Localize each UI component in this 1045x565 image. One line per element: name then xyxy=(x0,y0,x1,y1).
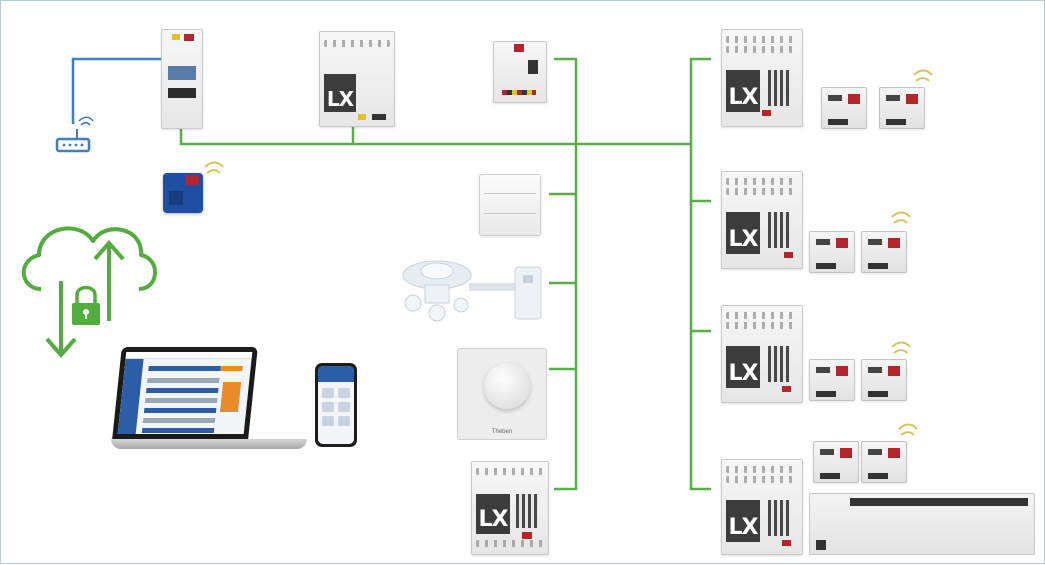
bus-coupler-device xyxy=(493,41,547,103)
wireless-gateway-device xyxy=(163,173,203,213)
small-actuator xyxy=(813,441,859,483)
heating-actuator-device xyxy=(809,493,1035,555)
weather-station-device xyxy=(389,253,549,329)
lx-badge: LX xyxy=(476,494,510,534)
lx-badge: LX xyxy=(726,346,760,388)
arrow-up-icon xyxy=(93,239,125,321)
small-actuator-wireless xyxy=(861,359,907,401)
bus-right-column xyxy=(689,57,711,491)
router-icon xyxy=(55,116,94,153)
laptop-device xyxy=(111,347,307,451)
lx-server-device: LX xyxy=(319,31,395,127)
small-actuator xyxy=(809,231,855,273)
lan-cable xyxy=(71,57,161,124)
arrow-down-icon xyxy=(45,281,77,359)
room-thermostat-device: Theben xyxy=(457,348,547,440)
cloud-icon xyxy=(21,226,157,291)
ip-gateway-device xyxy=(161,29,203,129)
lx-actuator-row-3: LX xyxy=(721,305,803,403)
lx-actuator-center-bottom: LX xyxy=(471,461,549,555)
bus-left-column xyxy=(554,57,578,491)
small-actuator-wireless xyxy=(861,441,907,483)
lx-actuator-row-2: LX xyxy=(721,171,803,269)
lx-badge: LX xyxy=(726,500,760,542)
small-actuator-wireless xyxy=(879,87,925,129)
lock-icon xyxy=(72,285,100,325)
lx-actuator-row-1: LX xyxy=(721,29,803,127)
small-actuator xyxy=(809,359,855,401)
lx-badge: LX xyxy=(726,212,760,254)
push-button-device xyxy=(479,174,541,236)
bus-main-line xyxy=(179,129,691,146)
small-actuator xyxy=(821,87,867,129)
wifi-icon xyxy=(204,69,933,436)
lx-actuator-row-4: LX xyxy=(721,459,803,555)
lx-badge: LX xyxy=(324,74,356,112)
thermostat-brand-label: Theben xyxy=(491,429,513,435)
small-actuator-wireless xyxy=(861,231,907,273)
smartphone-device xyxy=(315,363,357,447)
lx-badge: LX xyxy=(726,70,760,112)
